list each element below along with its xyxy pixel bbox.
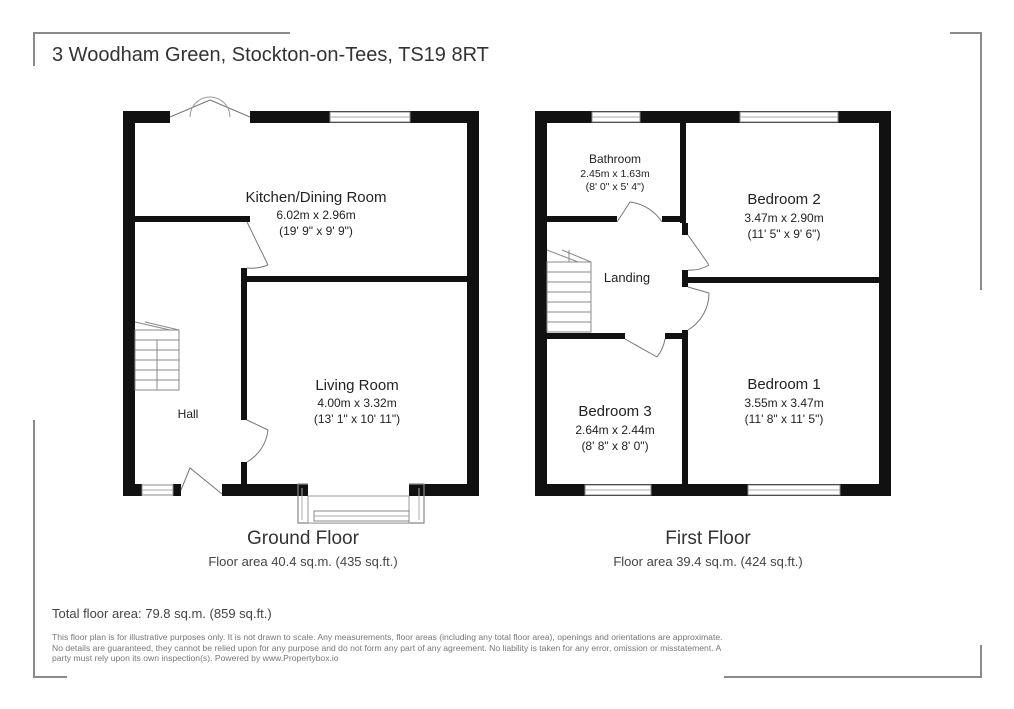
gf-front-door [180,467,223,495]
ff-staircase [546,249,592,333]
ff-bathroom-metric: 2.45m x 1.63m [580,168,650,180]
gf-wall-north-a [123,111,170,123]
ff-bedroom1-imperial: (11' 8" x 11' 5") [745,412,824,426]
ff-bedroom2-name: Bedroom 2 [747,191,820,208]
gf-living-imperial: (13' 1" x 10' 11") [314,412,400,426]
ff-bedroom2-metric: 3.47m x 2.90m [744,211,823,225]
gf-door-hall-kitchen [246,221,269,269]
ff-wall-bath-landing-a [547,216,617,222]
gf-living-metric: 4.00m x 3.32m [317,396,396,410]
ff-wall-landing-bed3-b [665,333,682,339]
frame-corner-bottom-left-v [33,420,35,678]
ff-bedroom1-name: Bedroom 1 [747,376,820,393]
frame-corner-bottom-right-v [980,645,982,678]
gf-wall-west [123,111,135,496]
ff-wall-west [535,111,547,496]
ff-landing-name: Landing [604,270,650,285]
gf-kitchen-metric: 6.02m x 2.96m [276,208,355,222]
gf-living-name: Living Room [315,377,398,394]
ff-wall-bath-bed2 [680,123,686,223]
frame-corner-top-left-h [33,32,290,34]
frame-corner-top-right-v [980,32,982,290]
ff-bedroom3-metric: 2.64m x 2.44m [575,423,654,437]
frame-corner-bottom-right-h [724,676,982,678]
first-floor-name: First Floor [665,528,751,549]
ground-floor-name: Ground Floor [247,528,359,549]
total-floor-area: Total floor area: 79.8 sq.m. (859 sq.ft.… [52,606,272,621]
frame-corner-top-left-v [33,32,35,66]
gf-wall-south-c [222,484,308,496]
ff-bathroom-name: Bathroom [589,152,641,166]
gf-staircase [134,321,180,391]
gf-wall-hall-top [135,216,250,222]
gf-wall-kitchen-living [247,276,467,282]
ff-bathroom-imperial: (8' 0" x 5' 4") [586,181,645,193]
ff-door-bedroom2 [687,234,710,271]
gf-wall-hall-living-a [241,268,247,420]
ground-floor-area: Floor area 40.4 sq.m. (435 sq.ft.) [208,554,398,569]
ff-door-bedroom1 [687,286,710,331]
gf-wall-hall-living-b [241,462,247,484]
ff-wall-landing-bed2-b [682,270,688,287]
ff-bedroom1-metric: 3.55m x 3.47m [744,396,823,410]
gf-door-hall-living [246,419,269,463]
ff-door-bedroom3 [624,338,666,358]
first-floor-caption: First Floor Floor area 39.4 sq.m. (424 s… [558,528,858,569]
ff-wall-east [879,111,891,496]
gf-wall-south-b [173,484,181,496]
first-floor-area: Floor area 39.4 sq.m. (424 sq.ft.) [613,554,803,569]
ff-bedroom3-imperial: (8' 8" x 8' 0") [581,439,648,453]
ground-floor-caption: Ground Floor Floor area 40.4 sq.m. (435 … [153,528,453,569]
gf-hall-name: Hall [178,407,199,421]
gf-kitchen-name: Kitchen/Dining Room [246,189,387,206]
ff-wall-bed3-bed1 [682,330,688,484]
property-address-title: 3 Woodham Green, Stockton-on-Tees, TS19 … [52,44,489,66]
ff-wall-landing-bed3-a [547,333,625,339]
ff-door-bathroom [616,201,663,223]
frame-corner-bottom-left-h [33,676,67,678]
gf-kitchen-imperial: (19' 9" x 9' 9") [279,224,353,238]
gf-wall-south-a [123,484,142,496]
ff-bedroom3-name: Bedroom 3 [578,403,651,420]
gf-wall-east [467,111,479,496]
ff-bedroom2-imperial: (11' 5" x 9' 6") [748,227,821,241]
disclaimer-text: This floor plan is for illustrative purp… [52,632,723,663]
frame-corner-top-right-h [950,32,982,34]
first-floor-plan: Bathroom 2.45m x 1.63m (8' 0" x 5' 4") B… [535,111,891,496]
ff-wall-bed2-bed1 [688,277,879,283]
ground-floor-plan: Kitchen/Dining Room 6.02m x 2.96m (19' 9… [123,96,479,524]
gf-french-door-leaves [169,99,251,118]
ff-wall-bath-landing-b [662,216,686,222]
ff-wall-landing-bed2-a [682,223,688,235]
gf-wall-south-d [409,484,479,496]
gf-french-door-arcs [189,96,231,118]
